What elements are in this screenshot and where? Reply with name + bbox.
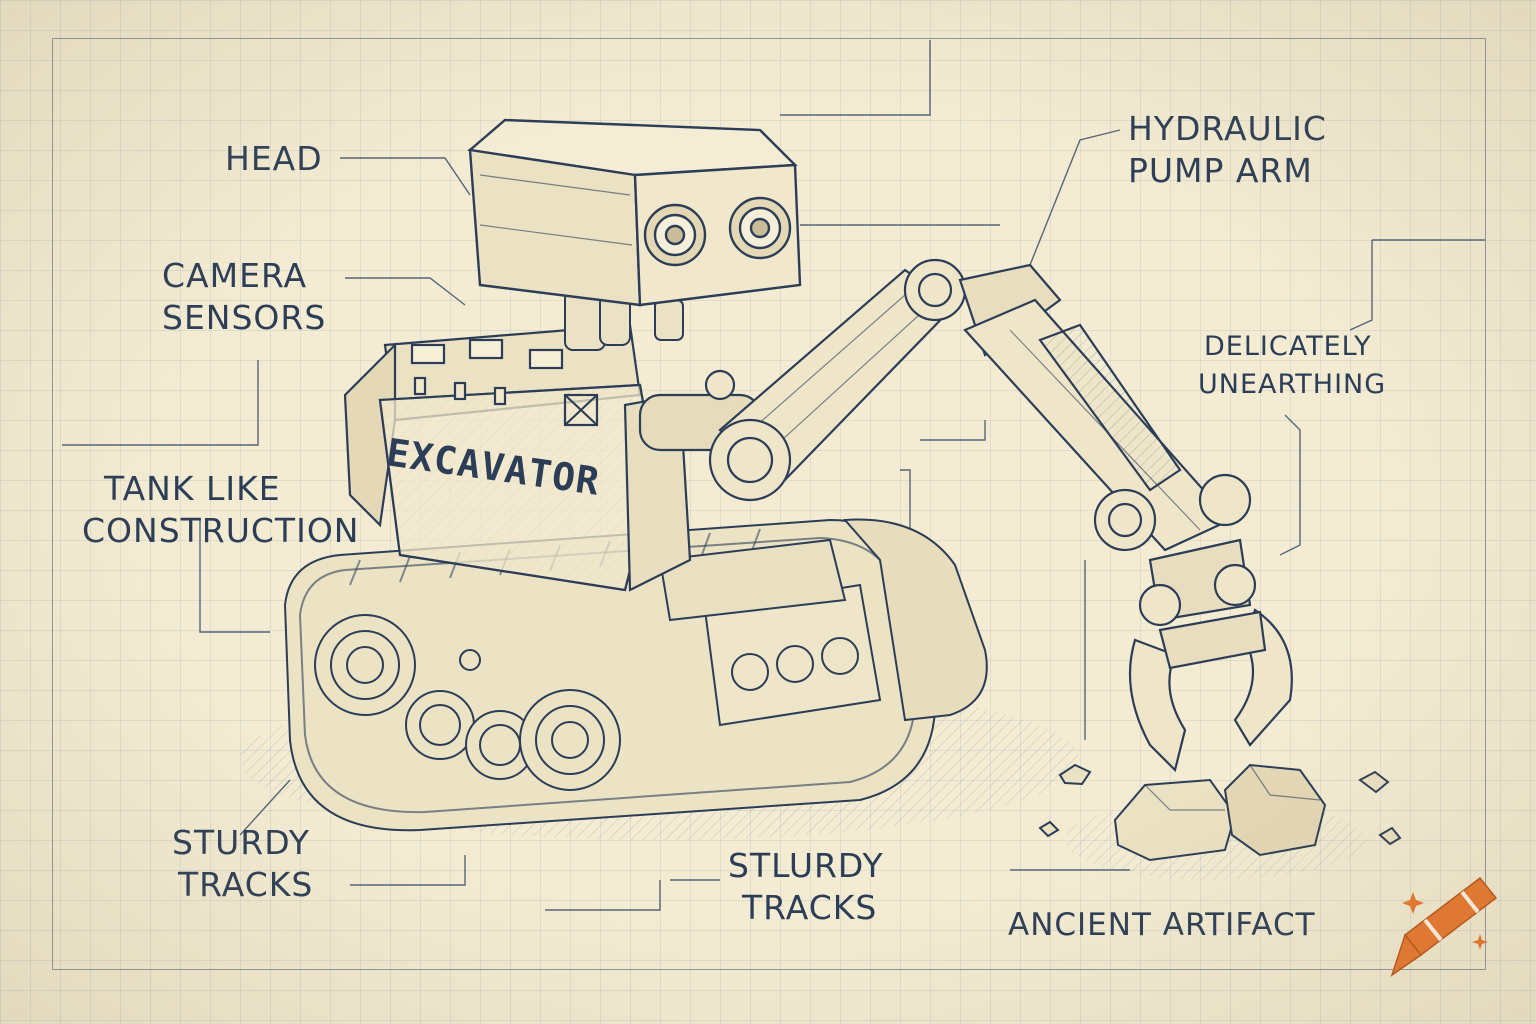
crayon-icon: [1390, 876, 1498, 977]
robot-neck: [564, 289, 684, 351]
label-delicately-unearthing: DELICATELY UNEARTHING: [1198, 331, 1387, 400]
right-track: [842, 518, 988, 722]
robot-head: [467, 118, 802, 307]
label-ancient-artifact: ANCIENT ARTIFACT: [1008, 907, 1316, 943]
leader-lines: [62, 40, 1485, 911]
robot-body: [343, 323, 692, 592]
label-sturdy-tracks-left: STURDY TRACKS: [172, 823, 314, 904]
label-sturdy-tracks-center: STLURDY TRACKS: [728, 846, 884, 927]
artifact-rocks: [1038, 763, 1402, 862]
label-hydraulic-pump-arm: HYDRAULIC PUMP ARM: [1128, 109, 1327, 190]
label-tank-like-construction: TANK LIKE CONSTRUCTION: [82, 469, 360, 550]
blueprint-frame: [52, 38, 1486, 970]
hydraulic-arm: [638, 258, 1293, 773]
label-camera-sensors: CAMERA SENSORS: [162, 256, 327, 337]
label-head: HEAD: [225, 139, 323, 178]
chassis: [459, 538, 882, 727]
